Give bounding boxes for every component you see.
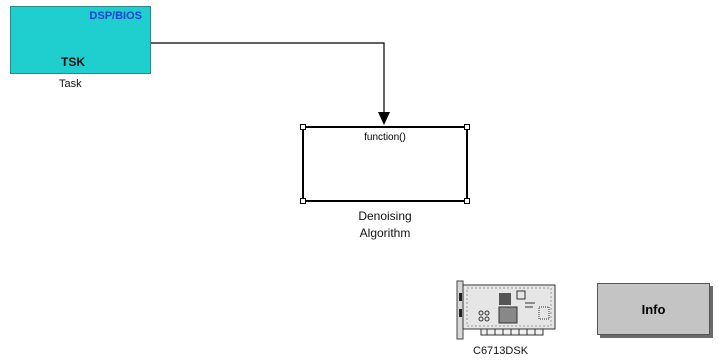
board-block-caption: C6713DSK [473, 345, 528, 357]
function-block-label: function() [304, 132, 466, 143]
resize-handle-bottom-right[interactable] [464, 198, 470, 204]
connector-arrowhead [378, 112, 390, 125]
function-block-caption: Denoising Algorithm [320, 208, 450, 242]
info-button-label: Info [642, 302, 666, 317]
function-caption-line-2: Algorithm [320, 225, 450, 242]
resize-handle-top-left[interactable] [300, 124, 306, 130]
connector-line [151, 43, 384, 114]
info-button[interactable]: Info [597, 283, 710, 335]
function-caption-line-1: Denoising [320, 208, 450, 225]
dsp-board-icon[interactable] [455, 279, 561, 343]
resize-handle-bottom-left[interactable] [300, 198, 306, 204]
function-call-block[interactable]: function() [302, 126, 468, 202]
resize-handle-top-right[interactable] [464, 124, 470, 130]
